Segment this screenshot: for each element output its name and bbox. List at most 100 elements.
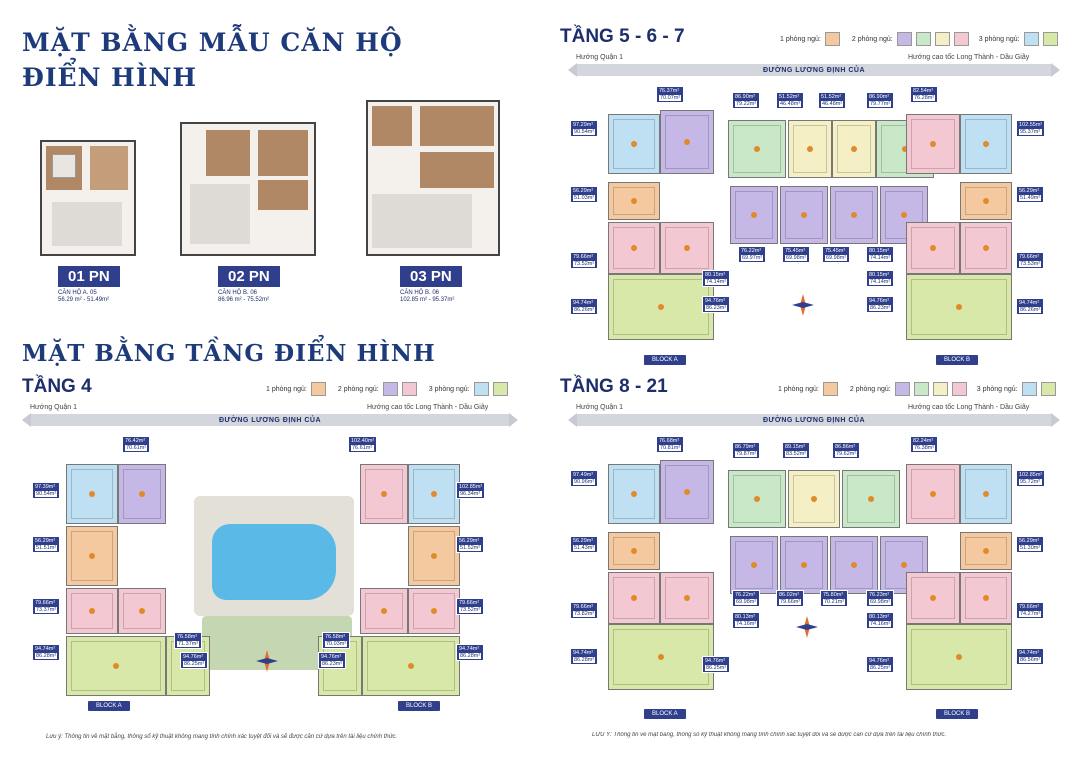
area-gross: 79.66m²	[573, 604, 594, 610]
area-gross: 89.15m²	[785, 444, 806, 450]
legend-swatch	[492, 382, 508, 396]
apartment-unit	[66, 636, 166, 696]
legend-swatch	[473, 382, 489, 396]
area-net: 74.16m²	[735, 621, 758, 627]
apartment-unit	[66, 464, 118, 524]
plan-living	[190, 184, 250, 244]
unit-marker	[631, 548, 637, 554]
area-net: 69.98m²	[869, 599, 892, 605]
area-net: 86.23m²	[705, 305, 728, 311]
area-gross: 76.42m²	[125, 438, 146, 444]
legend-swatch	[934, 32, 950, 46]
area-gross: 76.22m²	[735, 592, 756, 598]
legend-swatch	[932, 382, 948, 396]
unit-marker	[801, 562, 807, 568]
unit-marker	[811, 496, 817, 502]
legend-two-label: 2 phòng ngủ:	[849, 385, 891, 393]
area-net: 74.14m²	[869, 255, 892, 261]
area-gross: 94.74m²	[573, 650, 594, 656]
area-gross: 94.76m²	[183, 654, 204, 660]
unit-marker	[631, 245, 637, 251]
apartment-unit	[780, 186, 828, 244]
unit-marker	[851, 212, 857, 218]
apartment-unit	[608, 114, 660, 174]
apartment-unit	[608, 624, 714, 690]
apartment-code: CĂN HỘ A. 05	[58, 290, 97, 296]
area-gross: 94.74m²	[1019, 300, 1040, 306]
unit-marker	[631, 491, 637, 497]
area-gross: 56.29m²	[573, 538, 594, 544]
unit-marker	[381, 608, 387, 614]
area-net: 73.53m²	[1019, 261, 1042, 267]
plan-bedroom	[420, 152, 494, 188]
unit-marker	[807, 146, 813, 152]
area-net: 86.28m²	[573, 657, 596, 663]
area-net: 76.28m²	[913, 95, 936, 101]
legend-swatch	[824, 32, 840, 46]
area-net: 70.21m²	[823, 599, 846, 605]
apartment-1pn-plan	[40, 140, 136, 256]
apartment-area: 86.96 m² - 75.52m²	[218, 297, 270, 303]
area-net: 86.25m²	[183, 661, 206, 667]
legend-one-label: 1 phòng ngủ:	[778, 385, 819, 393]
area-gross: 56.29m²	[1019, 188, 1040, 194]
area-gross: 97.39m²	[35, 484, 56, 490]
apartment-unit	[608, 572, 660, 624]
compass-icon	[792, 294, 814, 316]
area-net: 86.28m²	[459, 653, 482, 659]
area-net: 90.54m²	[573, 129, 596, 135]
unit-marker	[408, 663, 414, 669]
unit-marker	[868, 496, 874, 502]
road-bar: ĐƯỜNG LƯƠNG ĐỊNH CỦA	[568, 413, 1060, 427]
compass-icon	[256, 650, 278, 672]
unit-marker	[851, 562, 857, 568]
area-gross: 76.58m²	[325, 634, 346, 640]
apartment-unit	[906, 624, 1012, 690]
unit-marker	[431, 608, 437, 614]
compass-icon	[796, 616, 818, 638]
area-gross: 75.45m²	[825, 248, 846, 254]
apartment-unit	[960, 182, 1012, 220]
unit-marker	[431, 491, 437, 497]
area-gross: 80.15m²	[869, 272, 890, 278]
road-bar: ĐƯỜNG LƯƠNG ĐỊNH CỦA	[22, 413, 518, 427]
legend-swatch	[382, 382, 398, 396]
unit-marker	[754, 496, 760, 502]
unit-marker	[381, 491, 387, 497]
apartment-unit	[960, 222, 1012, 274]
arrow-right-icon	[1051, 413, 1060, 427]
area-gross: 97.49m²	[573, 472, 594, 478]
arrow-right-icon	[509, 413, 518, 427]
unit-marker	[983, 595, 989, 601]
apartment-unit	[360, 464, 408, 524]
unit-marker	[684, 139, 690, 145]
area-gross: 80.15m²	[869, 248, 890, 254]
area-net: 73.37m²	[35, 607, 58, 613]
apartment-caption-2: 02 PN CĂN HỘ B. 06 86.96 m² - 75.52m²	[218, 266, 280, 304]
unit-marker	[801, 212, 807, 218]
unit-marker	[930, 245, 936, 251]
area-gross: 86.02m²	[779, 592, 800, 598]
unit-marker	[751, 562, 757, 568]
block-a-tag: BLOCK A	[88, 694, 130, 712]
unit-marker	[631, 141, 637, 147]
area-gross: 102.55m²	[1019, 122, 1043, 128]
area-net: 76.38m²	[913, 445, 936, 451]
